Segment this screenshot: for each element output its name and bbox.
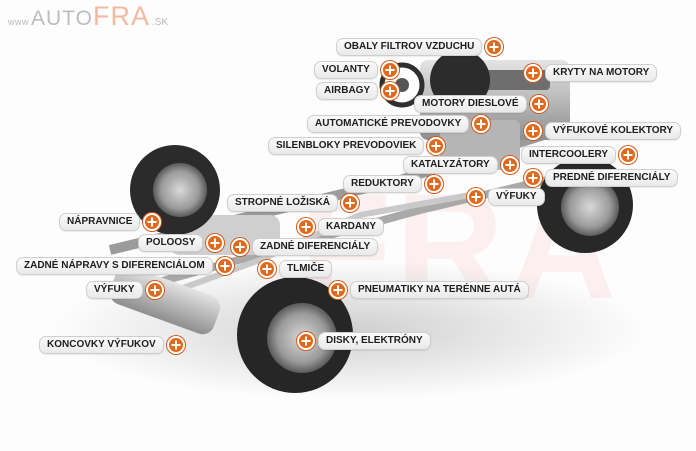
hotspot-predne-diferencialy[interactable]: PREDNÉ DIFERENCIÁLY xyxy=(524,169,679,187)
hotspot-katalyzatory[interactable]: KATALYZÁTORY xyxy=(403,156,519,174)
hotspot-poloosy[interactable]: POLOOSY xyxy=(138,234,225,252)
hotspot-label: KARDANY xyxy=(318,218,384,236)
plus-circle-icon[interactable] xyxy=(524,169,542,187)
hotspot-kardany[interactable]: KARDANY xyxy=(297,218,384,236)
hotspot-label: INTERCOOLERY xyxy=(521,146,617,164)
exhaust-pipe xyxy=(148,192,471,303)
hotspot-intercoolery[interactable]: INTERCOOLERY xyxy=(521,146,638,164)
front-right-rim xyxy=(561,178,619,236)
hotspot-label: SILENBLOKY PREVODOVIEK xyxy=(268,137,425,155)
hotspot-reduktory[interactable]: REDUKTORY xyxy=(343,175,443,193)
plus-circle-icon[interactable] xyxy=(341,194,360,212)
hotspot-label: ZADNÉ DIFERENCIÁLY xyxy=(252,238,379,256)
plus-circle-icon[interactable] xyxy=(529,95,548,113)
logo-fra: FRA xyxy=(92,1,150,31)
hotspot-obaly-filtrov-vzduchu[interactable]: OBALY FILTROV VZDUCHU xyxy=(336,38,504,56)
plus-circle-icon[interactable] xyxy=(381,82,400,100)
hotspot-vyfuky-rear[interactable]: VÝFUKY xyxy=(86,281,164,299)
hotspot-label: VOLANTY xyxy=(314,61,378,79)
hotspot-volanty[interactable]: VOLANTY xyxy=(314,61,399,79)
plus-circle-icon[interactable] xyxy=(619,146,638,164)
hotspot-label: POLOOSY xyxy=(138,234,204,252)
hotspot-motory-dieslove[interactable]: MOTORY DIESLOVÉ xyxy=(414,95,548,113)
logo-www: www xyxy=(8,17,29,27)
hotspot-label: ZADNÉ NÁPRAVY S DIFERENCIÁLOM xyxy=(16,257,213,275)
plus-circle-icon[interactable] xyxy=(231,238,249,256)
hotspot-pneumatiky-na-terenne-auta[interactable]: PNEUMATIKY NA TERÉNNE AUTÁ xyxy=(329,281,529,299)
plus-circle-icon[interactable] xyxy=(206,234,225,252)
hotspot-label: OBALY FILTROV VZDUCHU xyxy=(336,38,483,56)
hotspot-label: KONCOVKY VÝFUKOV xyxy=(39,336,164,354)
plus-circle-icon[interactable] xyxy=(524,122,542,140)
plus-circle-icon[interactable] xyxy=(215,257,234,275)
plus-circle-icon[interactable] xyxy=(143,213,162,231)
hotspot-label: MOTORY DIESLOVÉ xyxy=(414,95,527,113)
hotspot-automaticke-prevodovky[interactable]: AUTOMATICKÉ PREVODOVKY xyxy=(307,115,491,133)
plus-circle-icon[interactable] xyxy=(166,336,185,354)
logo-tld: .SK xyxy=(151,17,169,28)
plus-circle-icon[interactable] xyxy=(424,175,443,193)
hotspot-tlmice[interactable]: TLMIČE xyxy=(258,260,333,278)
hotspot-label: NÁPRAVNICE xyxy=(59,213,141,231)
plus-circle-icon[interactable] xyxy=(145,281,164,299)
hotspot-koncovky-vyfukov[interactable]: KONCOVKY VÝFUKOV xyxy=(39,336,185,354)
hotspot-label: VÝFUKOVÉ KOLEKTORY xyxy=(545,122,682,140)
plus-circle-icon[interactable] xyxy=(524,64,542,82)
plus-circle-icon[interactable] xyxy=(297,218,315,236)
logo-auto: AUTO xyxy=(31,7,93,30)
hotspot-vyfukove-kolektory[interactable]: VÝFUKOVÉ KOLEKTORY xyxy=(524,122,682,140)
plus-circle-icon[interactable] xyxy=(380,61,399,79)
plus-circle-icon[interactable] xyxy=(329,281,347,299)
hotspot-label: KATALYZÁTORY xyxy=(403,156,498,174)
hotspot-label: KRYTY NA MOTORY xyxy=(545,64,658,82)
plus-circle-icon[interactable] xyxy=(472,115,491,133)
hotspot-label: PREDNÉ DIFERENCIÁLY xyxy=(545,169,679,187)
hotspot-kryty-na-motory[interactable]: KRYTY NA MOTORY xyxy=(524,64,658,82)
hotspot-zadne-diferencialy[interactable]: ZADNÉ DIFERENCIÁLY xyxy=(231,238,379,256)
hotspot-label: VÝFUKY xyxy=(86,281,143,299)
hotspot-label: STROPNÉ LOŽISKÁ xyxy=(227,194,339,212)
hotspot-label: DISKY, ELEKTRÓNY xyxy=(318,332,431,350)
hotspot-vyfuky-front[interactable]: VÝFUKY xyxy=(467,188,545,206)
plus-circle-icon[interactable] xyxy=(258,260,276,278)
site-logo[interactable]: www AUTO FRA .SK xyxy=(8,1,169,31)
hotspot-napravnice[interactable]: NÁPRAVNICE xyxy=(59,213,162,231)
hotspot-silenbloky-prevodoviek[interactable]: SILENBLOKY PREVODOVIEK xyxy=(268,137,446,155)
hotspot-label: TLMIČE xyxy=(279,260,333,278)
hotspot-disky-elektrony[interactable]: DISKY, ELEKTRÓNY xyxy=(297,332,431,350)
hotspot-stropne-loziska[interactable]: STROPNÉ LOŽISKÁ xyxy=(227,194,360,212)
hotspot-zadne-napravy-s-diferencialom[interactable]: ZADNÉ NÁPRAVY S DIFERENCIÁLOM xyxy=(16,257,234,275)
hotspot-airbagy[interactable]: AIRBAGY xyxy=(316,82,400,100)
plus-circle-icon[interactable] xyxy=(467,188,485,206)
hotspot-label: REDUKTORY xyxy=(343,175,422,193)
plus-circle-icon[interactable] xyxy=(500,156,519,174)
hotspot-label: VÝFUKY xyxy=(488,188,545,206)
plus-circle-icon[interactable] xyxy=(297,332,315,350)
plus-circle-icon[interactable] xyxy=(427,137,446,155)
hotspot-label: PNEUMATIKY NA TERÉNNE AUTÁ xyxy=(350,281,529,299)
hotspot-label: AUTOMATICKÉ PREVODOVKY xyxy=(307,115,470,133)
hotspot-label: AIRBAGY xyxy=(316,82,379,100)
plus-circle-icon[interactable] xyxy=(485,38,504,56)
rear-left-rim xyxy=(153,163,207,217)
